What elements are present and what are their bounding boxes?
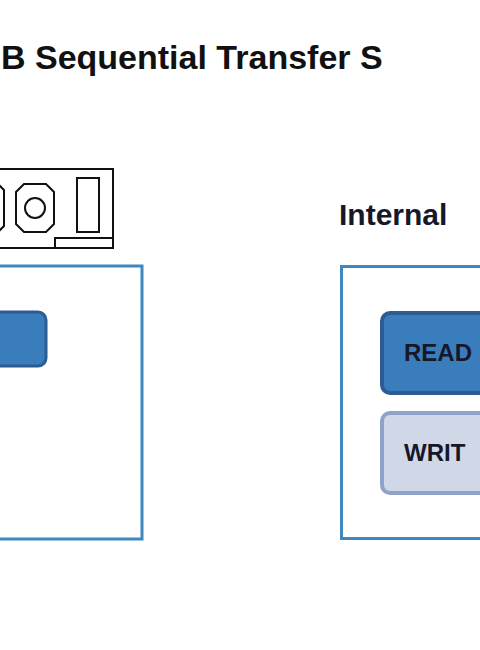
panel-box: InternalREADWRIT <box>340 265 480 540</box>
left-panel <box>0 266 142 539</box>
box-label: WRIT <box>404 439 465 467</box>
write-box: WRIT <box>380 411 480 495</box>
read-box: READ <box>380 311 480 395</box>
device-icon <box>0 169 113 248</box>
box-label: READ <box>404 339 472 367</box>
diagram-title: B Sequential Transfer S <box>1 38 383 77</box>
panel-heading: Internal <box>339 198 447 232</box>
